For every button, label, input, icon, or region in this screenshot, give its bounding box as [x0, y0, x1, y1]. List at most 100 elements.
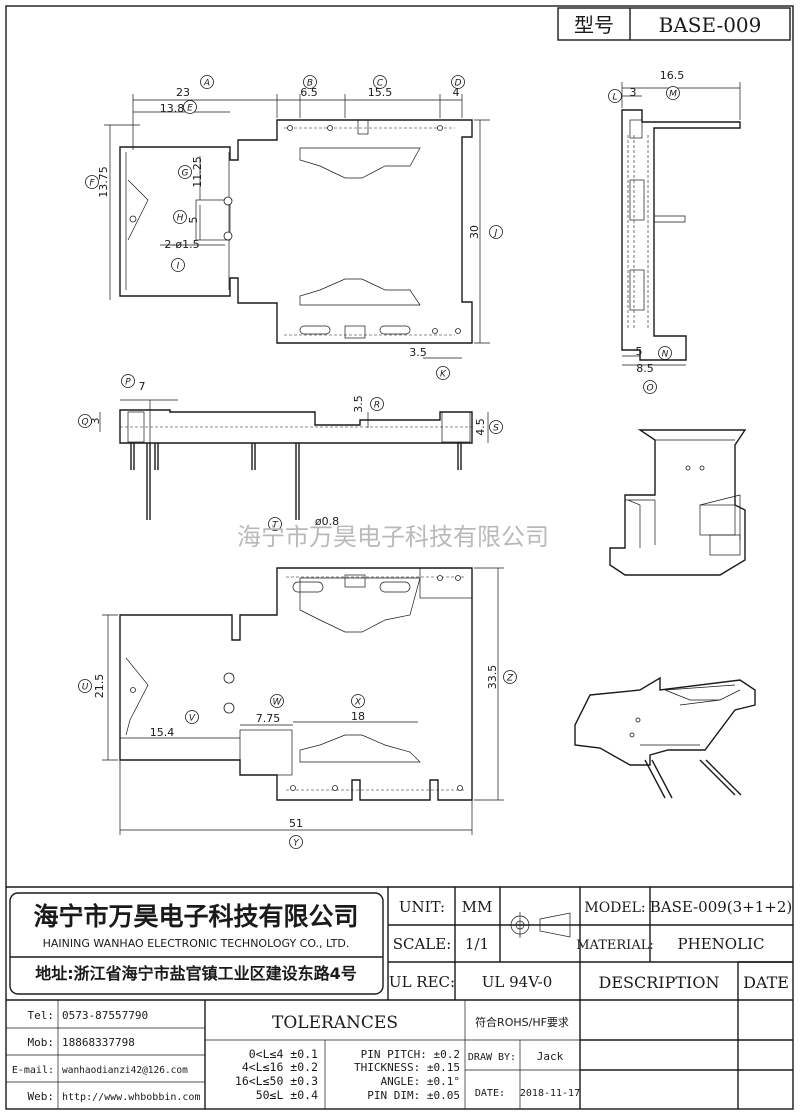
company-name-en: HAINING WANHAO ELECTRONIC TECHNOLOGY CO.…	[43, 937, 350, 950]
dim-value-i: 2-ø1.5	[164, 238, 199, 251]
model-header: 型号 BASE-009	[557, 7, 791, 41]
dim-letter-h: H	[177, 214, 184, 224]
mob-label: Mob:	[28, 1036, 55, 1049]
dim-letter-g: G	[182, 169, 189, 179]
rohs-note: 符合ROHS/HF要求	[475, 1015, 569, 1029]
sheet-border	[5, 5, 794, 1110]
dim-balloon-r	[370, 397, 384, 411]
tol-row: 0<L≤4 ±0.1	[249, 1047, 318, 1061]
dim-value-j: 30	[468, 225, 481, 239]
dim-value-h: 5	[187, 217, 200, 224]
dim-balloon-n	[658, 346, 672, 360]
dim-letter-l: L	[612, 93, 617, 103]
dim-value-q: 3	[89, 418, 102, 425]
dim-balloon-t	[268, 517, 282, 531]
dim-balloon-m	[666, 86, 680, 100]
isometric-view-2	[574, 676, 756, 799]
web-value: http://www.whbobbin.com	[62, 1092, 200, 1103]
dim-value-g: 11.25	[191, 156, 204, 188]
dim-balloon-h	[173, 210, 187, 224]
watermark-text: 海宁市万昊电子科技有限公司	[237, 523, 549, 551]
dim-letter-k: K	[440, 370, 447, 380]
dim-letter-x: X	[354, 698, 362, 708]
model-code: BASE-009	[659, 13, 762, 37]
dim-balloon-g	[178, 165, 192, 179]
pin-row: PIN PITCH: ±0.2	[361, 1048, 460, 1061]
dim-balloon-v	[185, 710, 199, 724]
dim-letter-c: C	[377, 79, 384, 89]
dim-value-p: 7	[139, 380, 146, 393]
dim-value-s: 4.5	[474, 418, 487, 436]
model-value: BASE-009(3+1+2)	[650, 898, 793, 916]
mob-value: 18868337798	[62, 1036, 135, 1049]
tel-label: Tel:	[28, 1009, 55, 1022]
company-address: 地址:浙江省海宁市盐官镇工业区建设东路4号	[35, 964, 357, 983]
company-box	[9, 892, 384, 995]
dim-letter-y: Y	[293, 839, 300, 849]
date-label: DATE:	[475, 1088, 505, 1099]
unit-value: MM	[462, 898, 493, 916]
projection-symbol-icon	[507, 912, 571, 938]
tol-row: 50≤L ±0.4	[256, 1088, 318, 1102]
scale-value: 1/1	[465, 935, 489, 953]
dim-balloon-k	[436, 366, 450, 380]
dim-letter-n: N	[662, 350, 669, 360]
pin-row: PIN DIM: ±0.05	[367, 1089, 460, 1102]
dim-letter-i: I	[177, 262, 180, 272]
dim-balloon-l	[608, 89, 622, 103]
dim-letter-w: W	[273, 698, 283, 708]
dim-value-z: 33.5	[486, 665, 499, 690]
dim-value-f: 13.75	[97, 166, 110, 198]
material-label: MATERIAL:	[576, 938, 653, 953]
tol-row: 16<L≤50 ±0.3	[235, 1074, 318, 1088]
dim-balloon-c	[373, 75, 387, 89]
type-label: 型号	[574, 13, 614, 37]
pin-row: THICKNESS: ±0.15	[354, 1061, 460, 1074]
scale-label: SCALE:	[393, 935, 452, 953]
date-header: DATE	[743, 973, 789, 992]
dim-value-o: 8.5	[636, 362, 654, 375]
dim-balloon-u	[78, 679, 92, 693]
dim-balloon-p	[121, 374, 135, 388]
dim-value-c: 15.5	[368, 86, 393, 99]
dim-balloon-o	[643, 380, 657, 394]
dim-letter-t: T	[272, 521, 279, 531]
side-view	[621, 82, 741, 366]
dim-value-b: 6.5	[300, 86, 318, 99]
dim-letter-d: D	[455, 79, 462, 89]
dim-balloon-x	[351, 694, 365, 708]
dim-value-l: 3	[630, 86, 637, 99]
dim-letter-b: B	[307, 79, 313, 89]
dim-letter-z: Z	[506, 674, 514, 684]
dim-balloon-f	[85, 175, 99, 189]
dim-value-y: 51	[289, 817, 303, 830]
dim-balloon-e	[183, 100, 197, 114]
tolerances-header: TOLERANCES	[272, 1013, 398, 1033]
dim-value-k: 3.5	[409, 346, 427, 359]
dim-letter-r: R	[374, 401, 380, 411]
tol-row: 4<L≤16 ±0.2	[242, 1060, 318, 1074]
description-header: DESCRIPTION	[599, 973, 720, 992]
email-label: E-mail:	[12, 1065, 54, 1076]
drawby-value: Jack	[537, 1050, 564, 1063]
dim-letter-e: E	[187, 104, 193, 114]
pin-row: ANGLE: ±0.1°	[381, 1075, 460, 1088]
dim-balloon-d	[451, 75, 465, 89]
dim-balloon-b	[303, 75, 317, 89]
dim-letter-q: Q	[81, 418, 88, 428]
dim-balloon-z	[503, 670, 517, 684]
dim-letter-p: P	[125, 378, 131, 388]
dim-letter-v: V	[189, 714, 196, 724]
model-label: MODEL:	[584, 900, 645, 916]
tel-value: 0573-87557790	[62, 1009, 148, 1022]
dim-balloon-w	[270, 694, 284, 708]
dim-letter-m: M	[669, 90, 677, 100]
dim-value-w: 7.75	[256, 712, 281, 725]
dim-value-n: 5	[636, 345, 643, 358]
dim-value-d: 4	[453, 86, 460, 99]
date-value: 2018-11-17	[520, 1088, 580, 1099]
ulrec-label: UL REC:	[389, 973, 455, 991]
top-view	[104, 94, 490, 359]
